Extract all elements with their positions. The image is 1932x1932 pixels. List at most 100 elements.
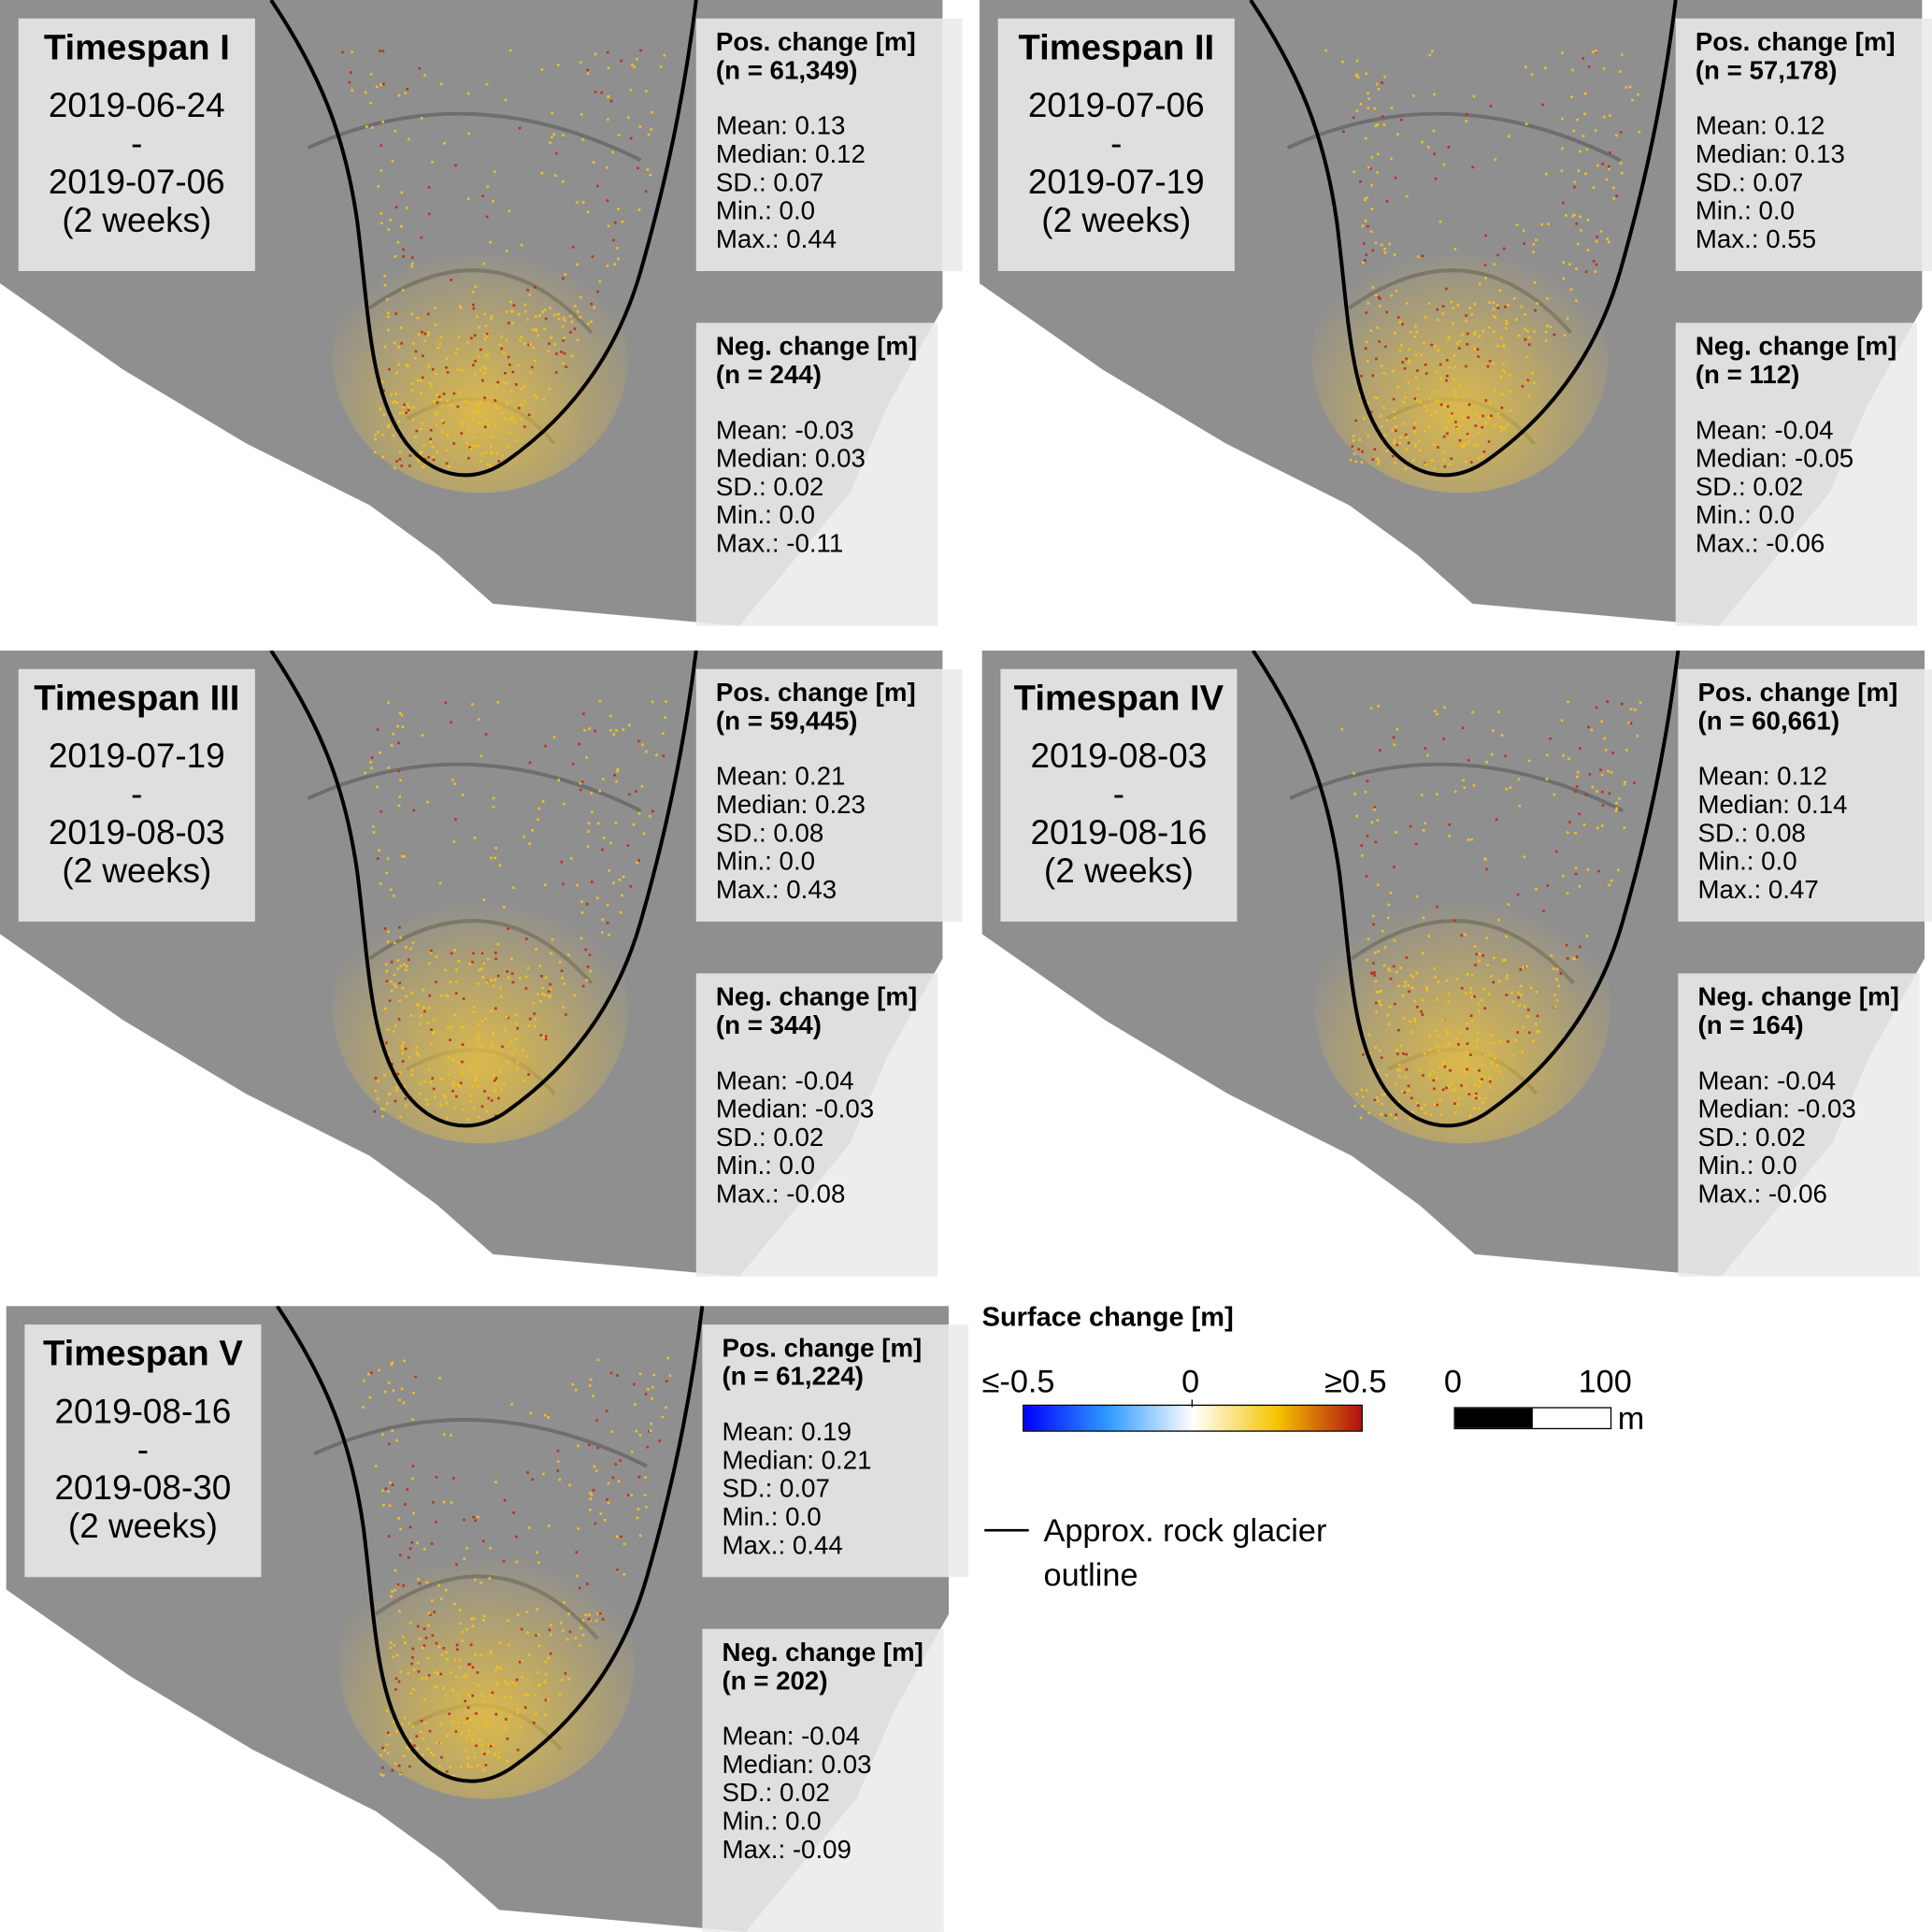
stats-sd: SD.: 0.07: [722, 1474, 830, 1504]
stats-median: Median: -0.03: [715, 1095, 875, 1124]
stats-count: (n = 202): [722, 1667, 828, 1696]
timespan-label-box: Timespan II 2019-07-06 - 2019-07-19 (2 w…: [997, 18, 1235, 272]
stats-min: Min.: 0.0: [1697, 847, 1797, 877]
start-date: 2019-08-16: [54, 1392, 232, 1431]
stats-min: Min.: 0.0: [722, 1807, 822, 1837]
stats-count: (n = 164): [1697, 1011, 1804, 1040]
change-cloud: [1314, 872, 1610, 1144]
change-cloud: [332, 222, 629, 494]
neg-change-stats: Neg. change [m] (n = 202) Mean: -0.04 Me…: [702, 1628, 944, 1932]
surface-change-points: [362, 1356, 672, 1777]
timespan-title: Timespan I: [43, 28, 230, 68]
colorbar-title: Surface change [m]: [981, 1301, 1234, 1332]
timespan-label-box: Timespan I 2019-06-24 - 2019-07-06 (2 we…: [18, 18, 255, 272]
pos-change-stats: Pos. change [m] (n = 57,178) Mean: 0.12 …: [1675, 18, 1932, 272]
rock-glacier-outline: [1249, 0, 1678, 478]
colorbar-min-label: ≤-0.5: [981, 1362, 1055, 1400]
colorbar-mid-label: 0: [1181, 1362, 1200, 1400]
pos-change-stats: Pos. change [m] (n = 60,661) Mean: 0.12 …: [1678, 668, 1932, 923]
change-cloud: [1311, 222, 1609, 494]
date-separator: -: [136, 1430, 150, 1469]
stats-median: Median: -0.03: [1697, 1095, 1856, 1124]
end-date: 2019-07-19: [1027, 163, 1205, 201]
stats-count: (n = 60,661): [1697, 707, 1840, 736]
start-date: 2019-07-19: [48, 737, 225, 776]
stats-sd: SD.: 0.02: [715, 473, 824, 502]
stats-max: Max.: -0.06: [1697, 1180, 1827, 1209]
neg-change-stats: Neg. change [m] (n = 344) Mean: -0.04 Me…: [695, 973, 938, 1277]
stats-min: Min.: 0.0: [722, 1503, 822, 1532]
end-date: 2019-08-30: [54, 1468, 232, 1508]
stats-median: Median: 0.14: [1697, 791, 1848, 820]
stats-header: Neg. change [m]: [715, 332, 918, 362]
stats-count: (n = 57,178): [1695, 56, 1838, 85]
scale-bar: [1453, 1407, 1612, 1430]
stats-header: Pos. change [m]: [715, 28, 916, 57]
duration: (2 weeks): [62, 851, 212, 890]
timespan-panel: Timespan III 2019-07-19 - 2019-08-03 (2 …: [0, 651, 963, 1277]
stats-median: Median: 0.03: [722, 1751, 872, 1780]
stats-mean: Mean: -0.04: [722, 1722, 861, 1752]
timespan-panel: Timespan IV 2019-08-03 - 2019-08-16 (2 w…: [981, 651, 1932, 1277]
stats-header: Pos. change [m]: [722, 1334, 923, 1363]
rock-glacier-outline: [269, 651, 698, 1128]
stats-sd: SD.: 0.07: [1695, 168, 1804, 197]
stats-median: Median: -0.05: [1695, 444, 1854, 474]
stats-count: (n = 244): [715, 361, 822, 390]
stats-mean: Mean: 0.21: [715, 762, 846, 792]
start-date: 2019-07-06: [1027, 86, 1205, 125]
stats-median: Median: 0.03: [715, 444, 866, 474]
timespan-panel: Timespan I 2019-06-24 - 2019-07-06 (2 we…: [0, 0, 963, 626]
timespan-panel: Timespan V 2019-08-16 - 2019-08-30 (2 we…: [6, 1306, 969, 1932]
stats-min: Min.: 0.0: [1695, 501, 1796, 530]
surface-change-points: [364, 699, 667, 1121]
stats-max: Max.: 0.44: [715, 225, 837, 254]
pos-change-stats: Pos. change [m] (n = 61,224) Mean: 0.19 …: [702, 1324, 969, 1578]
pos-change-stats: Pos. change [m] (n = 61,349) Mean: 0.13 …: [695, 18, 963, 272]
stats-sd: SD.: 0.08: [715, 819, 824, 848]
stats-mean: Mean: -0.03: [715, 416, 854, 445]
scale-zero-label: 0: [1443, 1362, 1463, 1400]
stats-mean: Mean: -0.04: [1697, 1066, 1837, 1095]
stats-min: Min.: 0.0: [1695, 196, 1796, 226]
change-cloud: [332, 872, 629, 1144]
date-separator: -: [131, 124, 143, 164]
stats-sd: SD.: 0.08: [1697, 819, 1806, 848]
stats-header: Pos. change [m]: [715, 679, 916, 708]
stats-min: Min.: 0.0: [715, 1152, 816, 1181]
stats-count: (n = 61,224): [722, 1362, 865, 1392]
duration: (2 weeks): [62, 200, 212, 239]
change-cloud: [338, 1527, 635, 1799]
stats-sd: SD.: 0.02: [715, 1123, 824, 1152]
stats-max: Max.: 0.44: [722, 1531, 843, 1560]
stats-median: Median: 0.21: [722, 1446, 872, 1475]
scale-unit: m: [1617, 1399, 1645, 1438]
stats-max: Max.: -0.08: [715, 1180, 846, 1209]
timespan-panel: Timespan II 2019-07-06 - 2019-07-19 (2 w…: [979, 0, 1932, 626]
start-date: 2019-06-24: [48, 86, 225, 125]
stats-max: Max.: 0.55: [1695, 225, 1817, 254]
stats-count: (n = 344): [715, 1011, 822, 1040]
stats-header: Pos. change [m]: [1695, 28, 1896, 57]
stats-min: Min.: 0.0: [715, 196, 816, 226]
stats-header: Neg. change [m]: [1697, 982, 1899, 1012]
end-date: 2019-07-06: [48, 163, 225, 201]
stats-max: Max.: -0.06: [1695, 529, 1825, 559]
stats-header: Pos. change [m]: [1697, 679, 1898, 708]
stats-min: Min.: 0.0: [715, 501, 816, 530]
timespan-title: Timespan IV: [1013, 679, 1224, 719]
stats-count: (n = 61,349): [715, 56, 858, 85]
legend: Surface change [m] ≤-0.5 0 ≥0.5 0 100 m …: [982, 1301, 1672, 1610]
surface-change-points: [1324, 49, 1641, 470]
outline-legend-label: Approx. rock glacier outline: [1043, 1511, 1327, 1594]
duration: (2 weeks): [67, 1507, 218, 1546]
stats-count: (n = 59,445): [715, 707, 858, 736]
timespan-label-box: Timespan V 2019-08-16 - 2019-08-30 (2 we…: [24, 1324, 262, 1578]
duration: (2 weeks): [1041, 200, 1192, 239]
stats-median: Median: 0.12: [715, 140, 866, 169]
stats-mean: Mean: 0.12: [1697, 762, 1827, 792]
start-date: 2019-08-03: [1030, 737, 1208, 776]
scale-hundred-label: 100: [1578, 1362, 1632, 1400]
stats-max: Max.: -0.11: [715, 529, 844, 559]
